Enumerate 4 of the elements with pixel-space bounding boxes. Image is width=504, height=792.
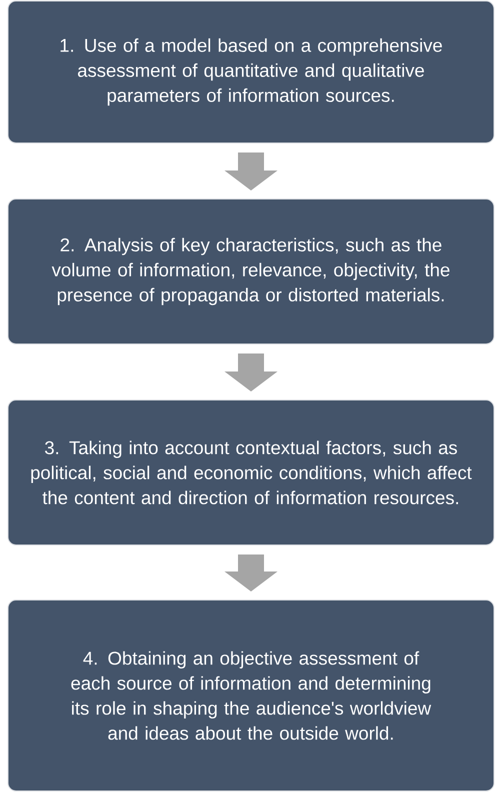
process-box: 3. Taking into account contextual factors, such as political, social and economic conditions, which affect the content and direction of information resources.	[8, 400, 494, 546]
process-box: 4. Obtaining an objective assessment of each source of information and determining its role in shaping the audience's worldview and ideas about the outside world.	[8, 600, 494, 792]
process-box: 1. Use of a model based on a comprehensive assessment of quantitative and qualitative parameters of information sources.	[8, 0, 494, 144]
process-box: 2. Analysis of key characteristics, such as the volume of information, relevance, objectivity, the presence of propaganda or distorted materials.	[8, 198, 494, 344]
